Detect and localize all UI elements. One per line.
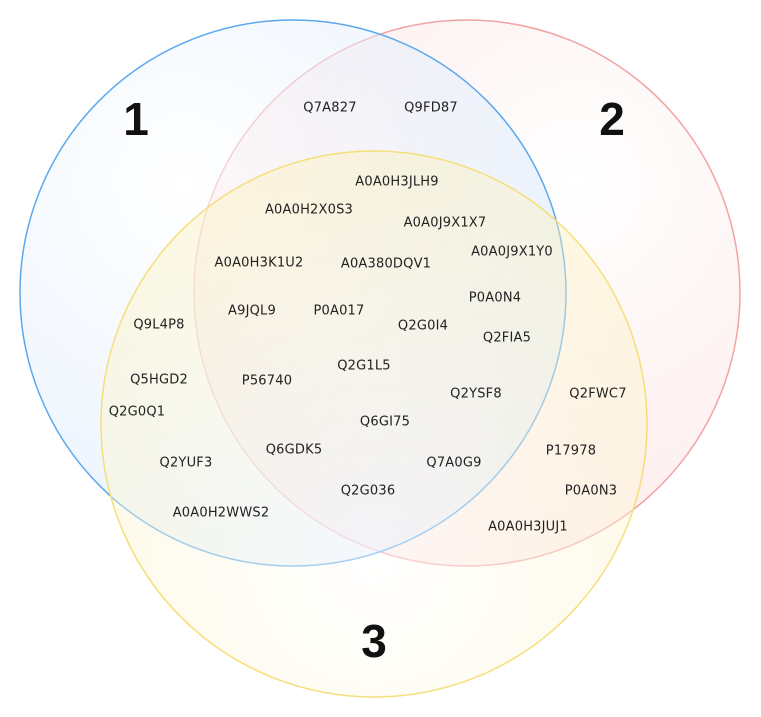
set-3-circle — [100, 150, 648, 698]
venn-item-all-three: Q2G0I4 — [398, 319, 448, 334]
venn-item-all-three: Q2G036 — [341, 484, 396, 499]
venn-item-all-three: A0A0J9X1X7 — [404, 216, 487, 231]
items-layer: Q7A827 Q9FD87A0A0H3JLH9A0A0H2X0S3A0A0J9X1… — [109, 101, 627, 535]
venn-item-all-three: Q2G1L5 — [337, 359, 391, 374]
venn-item-all-three: A0A380DQV1 — [341, 257, 431, 272]
venn-item-all-three: A9JQL9 — [228, 304, 276, 319]
venn-item-only-2-3: P17978 — [546, 444, 596, 459]
venn-item-only-1-2: Q9FD87 — [404, 101, 458, 116]
venn-item-only-2-3: Q2FWC7 — [569, 387, 626, 402]
venn-item-all-three: Q2YSF8 — [450, 387, 502, 402]
set-1-label: 1 — [123, 93, 149, 145]
venn-item-all-three: Q6GDK5 — [266, 443, 323, 458]
venn-item-only-2-3: Q2FIA5 — [483, 331, 531, 346]
venn-item-all-three: Q6GI75 — [360, 415, 410, 430]
venn-item-all-three: A0A0H3K1U2 — [215, 256, 304, 271]
venn-item-only-2-3: A0A0J9X1Y0 — [471, 245, 553, 260]
venn-item-only-2-3: A0A0H3JUJ1 — [488, 520, 568, 535]
venn-item-all-three: P56740 — [242, 374, 292, 389]
venn-item-only-1-3: Q9L4P8 — [133, 318, 184, 333]
venn-item-all-three: A0A0H2X0S3 — [265, 203, 353, 218]
set-3-label: 3 — [361, 615, 387, 667]
venn-item-all-three: A0A0H3JLH9 — [355, 175, 439, 190]
venn-item-only-1-2: Q7A827 — [303, 101, 356, 116]
venn-item-all-three: P0A017 — [313, 304, 364, 319]
venn-item-all-three: Q7A0G9 — [426, 456, 481, 471]
venn-item-only-2-3: P0A0N3 — [565, 484, 617, 499]
set-2-label: 2 — [599, 93, 625, 145]
venn-item-only-1-3: Q5HGD2 — [130, 373, 188, 388]
venn-item-only-1-3: Q2G0Q1 — [109, 405, 166, 420]
venn-item-only-2-3: P0A0N4 — [469, 291, 521, 306]
venn-item-only-1-3: A0A0H2WWS2 — [173, 506, 270, 521]
venn-item-only-1-3: Q2YUF3 — [160, 456, 213, 471]
